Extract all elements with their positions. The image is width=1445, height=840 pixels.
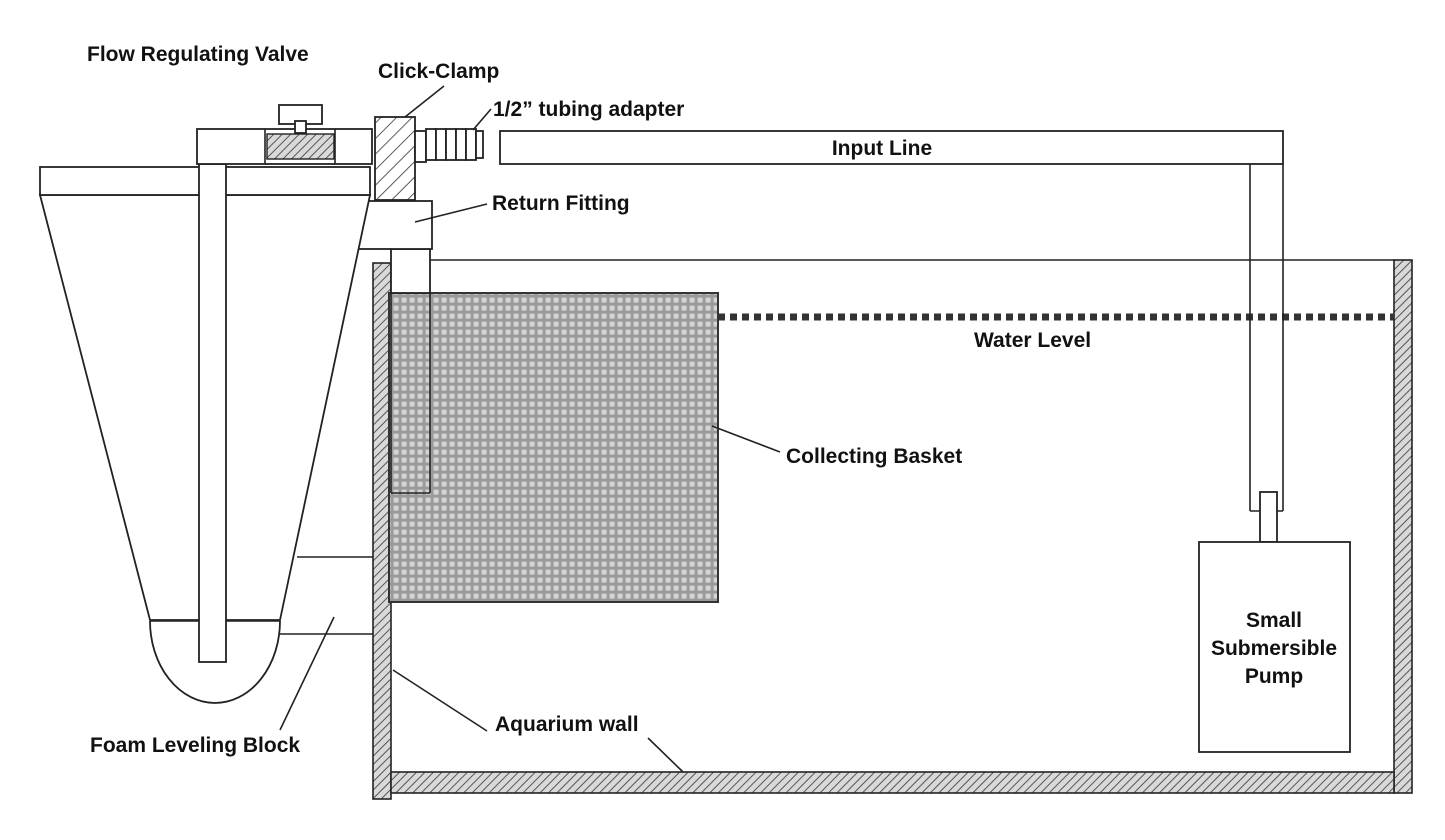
aquarium	[372, 259, 1413, 800]
label-water-level: Water Level	[974, 329, 1091, 352]
submersible-pump	[1198, 491, 1351, 753]
label-pump-line-3: Pump	[1245, 665, 1303, 688]
input-line	[499, 130, 1284, 512]
aquarium-bottom	[390, 771, 1395, 794]
collecting-basket	[388, 292, 719, 603]
label-return-fitting: Return Fitting	[492, 192, 630, 215]
label-flow-regulating-valve: Flow Regulating Valve	[87, 43, 309, 66]
click-clamp	[374, 116, 416, 201]
aquarium-right-wall	[1393, 259, 1413, 794]
label-click-clamp: Click-Clamp	[378, 60, 499, 83]
label-pump-line-2: Submersible	[1211, 637, 1337, 660]
skimmer-riser-tube	[198, 163, 227, 663]
label-collecting-basket: Collecting Basket	[786, 445, 962, 468]
label-aquarium-wall: Aquarium wall	[495, 713, 639, 736]
flow-regulating-valve	[196, 104, 373, 165]
leader-lines	[279, 85, 781, 773]
foam-leveling-block	[280, 556, 373, 635]
skimmer-body	[38, 163, 372, 704]
tubing-adapter	[414, 128, 484, 163]
label-tubing-adapter: 1/2” tubing adapter	[493, 98, 684, 121]
label-pump-line-1: Small	[1246, 609, 1302, 632]
label-input-line: Input Line	[832, 137, 932, 160]
label-foam-leveling-block: Foam Leveling Block	[90, 734, 300, 757]
return-pipe	[390, 248, 431, 494]
